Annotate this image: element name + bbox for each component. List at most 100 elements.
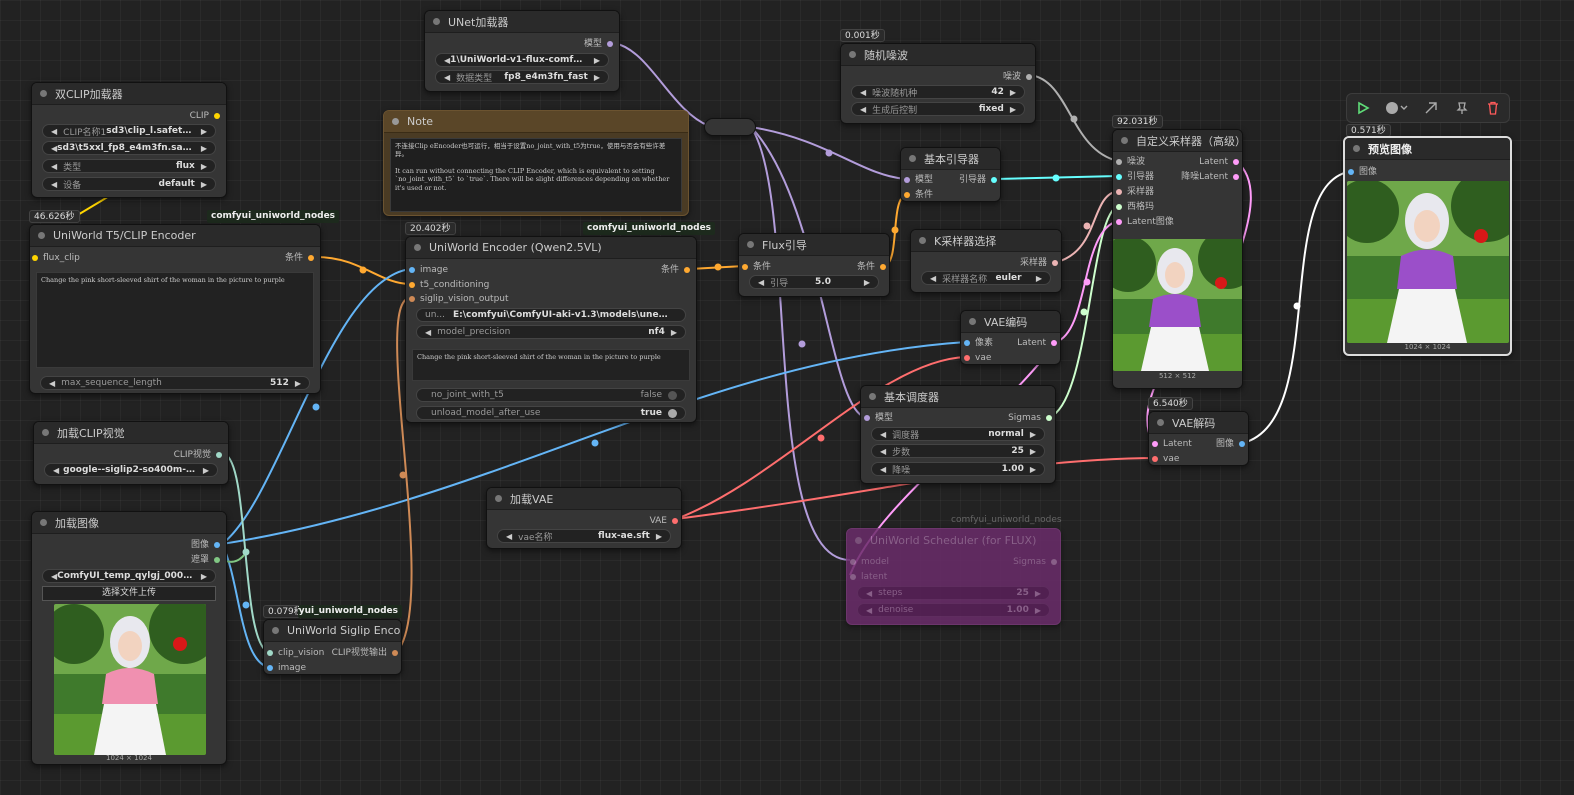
clip-name2-combo[interactable]: ◀sd3\t5xxl_fp8_e4m3fn.safetensors▶: [42, 141, 216, 155]
node-vae-encode[interactable]: VAE编码 像素 vae Latent: [960, 310, 1061, 365]
node-clip-vision-loader[interactable]: 加载CLIP视觉 CLIP视觉 ◀google--siglip2-so400m-…: [33, 421, 229, 485]
siglip-input-pin[interactable]: [409, 295, 415, 302]
cond-output-pin[interactable]: [308, 254, 314, 261]
delete-icon[interactable]: [1483, 98, 1503, 118]
vae-input-pin[interactable]: [1152, 455, 1158, 462]
latent-input-pin[interactable]: [1152, 440, 1158, 447]
input-label: 像素: [975, 338, 994, 348]
image-output-pin[interactable]: [214, 541, 220, 548]
node-preview-image[interactable]: 预览图像 图像 1024 × 1024: [1343, 136, 1512, 356]
node-vae-decode[interactable]: VAE解码 Latent vae 图像: [1148, 411, 1249, 466]
node-unet-loader[interactable]: UNet加载器 模型 ◀1\UniWorld-v1-flux-comfy-fp8…: [424, 10, 620, 92]
upload-button[interactable]: 选择文件上传: [42, 586, 216, 601]
model-output-pin[interactable]: [607, 40, 613, 47]
clip-vision-output-pin[interactable]: [392, 649, 398, 656]
cond-input-pin[interactable]: [904, 191, 910, 198]
guider-input-pin[interactable]: [1116, 173, 1122, 180]
image-input-pin[interactable]: [1348, 168, 1354, 175]
node-uniworld-encoder[interactable]: UniWorld Encoder (Qwen2.5VL) image t5_co…: [405, 236, 697, 423]
sigmas-output-pin[interactable]: [1046, 414, 1052, 421]
model-input-pin[interactable]: [850, 558, 856, 565]
pixels-input-pin[interactable]: [964, 339, 970, 346]
vae-input-pin[interactable]: [964, 354, 970, 361]
pin-icon[interactable]: [1452, 98, 1472, 118]
run-icon[interactable]: [1353, 98, 1373, 118]
model-input-pin[interactable]: [864, 414, 870, 421]
wire-guider-sampler: [994, 175, 1119, 180]
sigmas-output-pin[interactable]: [1051, 558, 1057, 565]
output-label: 引导器: [958, 175, 986, 185]
flux-clip-input-pin[interactable]: [32, 254, 38, 261]
node-basic-guider[interactable]: 基本引导器 模型 条件 引导器: [900, 147, 1001, 202]
latent-output-pin[interactable]: [1051, 339, 1057, 346]
model-input-pin[interactable]: [904, 176, 910, 183]
node-siglip-encoder[interactable]: UniWorld Siglip Encoder clip_vision imag…: [263, 619, 402, 675]
group-tag: comfyui_uniworld_nodes: [298, 605, 402, 618]
clip-output-pin[interactable]: [214, 112, 220, 119]
node-load-image[interactable]: 加载图像 图像 遮罩 ◀ComfyUI_temp_qylgj_00002_.pn…: [31, 511, 227, 765]
image-input-pin[interactable]: [409, 266, 415, 273]
mask-output-pin[interactable]: [214, 556, 220, 563]
sampler-size-caption: 512 × 512: [1158, 372, 1197, 380]
bypass-icon[interactable]: [1421, 98, 1441, 118]
color-icon[interactable]: [1384, 98, 1410, 118]
sigmas-input-pin[interactable]: [1116, 203, 1122, 210]
node-custom-sampler-advanced[interactable]: 自定义采样器（高级） 噪波 引导器 采样器 西格玛 Latent图像 Laten…: [1112, 129, 1243, 389]
image-input-pin[interactable]: [267, 664, 273, 671]
latent-output-pin[interactable]: [1233, 158, 1239, 165]
wire-vdec-preview: [1242, 170, 1354, 444]
prompt-textarea[interactable]: Change the pink short-sleeved shirt of t…: [412, 349, 690, 381]
cond-input-pin[interactable]: [742, 263, 748, 270]
vae-output-pin[interactable]: [672, 517, 678, 524]
clip-vision-name-combo[interactable]: ◀google--siglip2-so400m-patch16-...▶: [44, 463, 218, 477]
cond-output-pin[interactable]: [880, 263, 886, 270]
wire-noise: [1029, 74, 1119, 162]
latent-input-pin[interactable]: [850, 573, 856, 580]
node-uniworld-scheduler[interactable]: UniWorld Scheduler (for FLUX) model late…: [846, 528, 1061, 625]
clip-vision-input-pin[interactable]: [267, 649, 273, 656]
unet-name-combo[interactable]: ◀1\UniWorld-v1-flux-comfy-fp8\Un...▶: [435, 53, 609, 67]
noise-input-pin[interactable]: [1116, 158, 1122, 165]
clip-vision-output-pin[interactable]: [216, 451, 222, 458]
cond-output-pin[interactable]: [684, 266, 690, 273]
image-file-combo[interactable]: ◀ComfyUI_temp_qylgj_00002_.png▶: [42, 569, 216, 583]
node-t5-clip-encoder[interactable]: UniWorld T5/CLIP Encoder flux_clip 条件 Ch…: [29, 224, 321, 394]
guider-output-pin[interactable]: [991, 176, 997, 183]
latent-image-input-pin[interactable]: [1116, 218, 1122, 225]
node-note[interactable]: Note 不连接Clip eEncoder也可运行，相当于设置no_joint_…: [383, 110, 689, 216]
sampler-output-pin[interactable]: [1052, 259, 1058, 266]
reroute-node[interactable]: [704, 118, 756, 136]
image-output-pin[interactable]: [1239, 440, 1245, 447]
t5-conditioning-input-pin[interactable]: [409, 281, 415, 288]
prompt-textarea[interactable]: Change the pink short-sleeved shirt of t…: [36, 272, 314, 368]
denoised-latent-output-pin[interactable]: [1233, 173, 1239, 180]
model-path-text[interactable]: un...E:\comfyui\ComfyUI-aki-v1.3\models\…: [416, 308, 686, 322]
sampler-input-pin[interactable]: [1116, 188, 1122, 195]
noise-output-pin[interactable]: [1026, 73, 1032, 80]
note-textarea[interactable]: 不连接Clip eEncoder也可运行，相当于设置no_joint_with_…: [390, 138, 682, 212]
